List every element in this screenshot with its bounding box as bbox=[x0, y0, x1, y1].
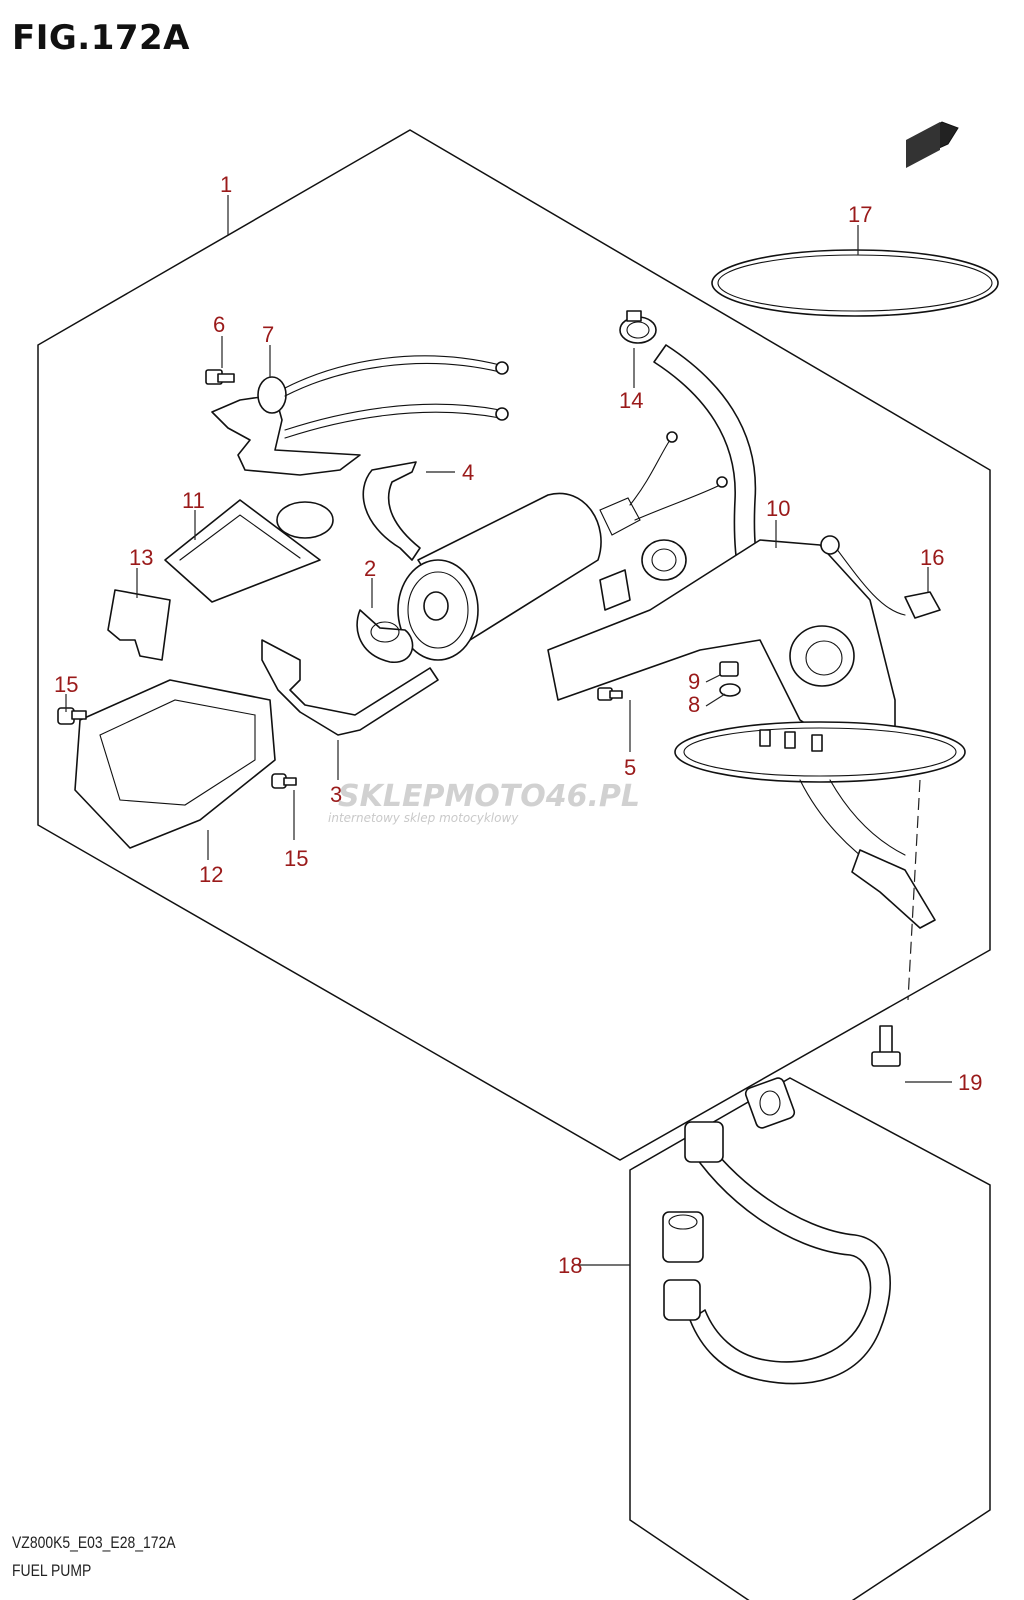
watermark-brand: SKLEPMOTO46.PL bbox=[338, 779, 640, 814]
bracket-plate bbox=[261, 639, 439, 736]
figure-code: VZ800K5_E03_E28_172A bbox=[12, 1533, 176, 1552]
direction-arrow-icon bbox=[906, 121, 959, 168]
callout-2: 2 bbox=[364, 556, 376, 581]
bolt-5 bbox=[597, 687, 623, 701]
screw-15a bbox=[57, 707, 87, 725]
seal-ring bbox=[711, 249, 999, 317]
callout-15b: 15 bbox=[284, 846, 308, 871]
callout-10: 10 bbox=[766, 496, 790, 521]
callout-8: 8 bbox=[688, 692, 700, 717]
callout-13: 13 bbox=[129, 545, 153, 570]
hose-kit bbox=[662, 1077, 891, 1385]
callout-1: 1 bbox=[220, 172, 232, 197]
leader-lines bbox=[65, 195, 952, 1266]
assembly-frame bbox=[37, 129, 991, 1161]
callout-9: 9 bbox=[688, 669, 700, 694]
pump-housing bbox=[547, 535, 941, 753]
gasket-plate bbox=[107, 589, 171, 661]
callout-7: 7 bbox=[262, 322, 274, 347]
nut-9 bbox=[719, 661, 739, 677]
callout-15a: 15 bbox=[54, 672, 78, 697]
pump-spacer bbox=[356, 609, 414, 663]
callout-11: 11 bbox=[182, 488, 205, 513]
bolt-19 bbox=[871, 1025, 901, 1067]
hose-kit-frame bbox=[629, 1077, 991, 1600]
figure-footer: VZ800K5_E03_E28_172A FUEL PUMP bbox=[12, 1529, 176, 1585]
figure-title: FIG.172A bbox=[12, 18, 190, 58]
callout-4: 4 bbox=[462, 460, 474, 485]
callout-18: 18 bbox=[558, 1253, 582, 1278]
pump-band bbox=[362, 461, 421, 561]
watermark-tagline: internetowy sklep motocyklowy bbox=[328, 811, 519, 825]
screw-15b bbox=[271, 773, 297, 789]
wire-bracket bbox=[211, 355, 509, 476]
callout-3: 3 bbox=[330, 782, 342, 807]
callout-12: 12 bbox=[199, 862, 223, 887]
callout-19: 19 bbox=[958, 1070, 982, 1095]
lower-cover bbox=[74, 679, 276, 849]
callout-14: 14 bbox=[619, 388, 643, 413]
callout-5: 5 bbox=[624, 755, 636, 780]
washer-8 bbox=[719, 683, 741, 697]
base-plate bbox=[674, 721, 966, 929]
bolt-6 bbox=[205, 369, 235, 385]
figure-caption: FUEL PUMP bbox=[12, 1561, 92, 1580]
callout-16: 16 bbox=[920, 545, 944, 570]
filter-cover bbox=[164, 499, 334, 603]
callout-17: 17 bbox=[848, 202, 872, 227]
fuel-pump-motor bbox=[397, 431, 728, 661]
hose-clamp bbox=[619, 310, 657, 344]
callout-6: 6 bbox=[213, 312, 225, 337]
